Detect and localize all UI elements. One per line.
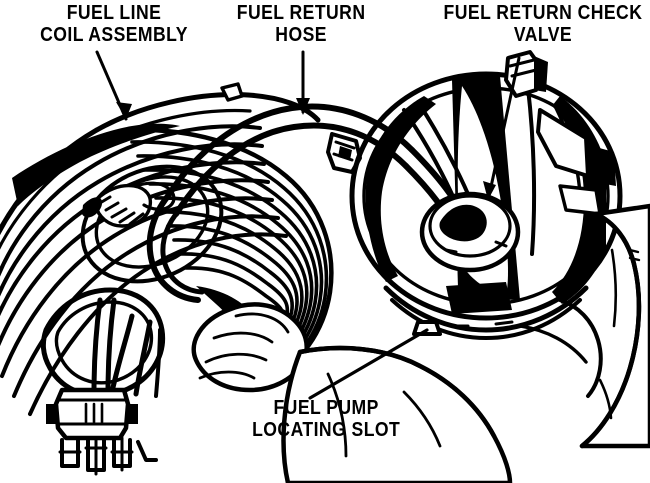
callout-fuel-return-check-valve: FUEL RETURN CHECK VALVE — [443, 2, 643, 47]
left-hand-crease-c — [204, 352, 268, 364]
leader-coil-assembly-arrowhead — [116, 102, 132, 119]
right-hand-crease-b — [598, 378, 613, 420]
leader-return-hose-arrowhead — [296, 98, 310, 115]
callout-leaders — [95, 50, 521, 400]
check-valve-detail — [444, 240, 508, 254]
connector-block-seams — [56, 398, 128, 426]
lower-tube-loop — [40, 287, 166, 398]
coil-shadow-wedge — [12, 123, 180, 206]
callout-fuel-return-hose: FUEL RETURN HOSE — [236, 2, 366, 47]
check-valve-cap — [428, 194, 512, 258]
leader-check-valve — [487, 56, 521, 198]
tube-feed-c — [109, 313, 135, 395]
coil-winding — [0, 196, 274, 378]
tube-feed-b — [105, 297, 117, 395]
return-hose-upper-edge — [165, 103, 415, 199]
left-hand-crease-a — [234, 312, 290, 334]
tank-flange-dark — [592, 146, 616, 186]
connector-block — [53, 387, 131, 441]
tank-rim-front-lip-inner — [390, 298, 582, 340]
coil-winding — [0, 124, 262, 277]
left-hand-palm — [191, 302, 309, 393]
tank-rim-outer — [349, 71, 623, 321]
coil-hub-inner — [94, 175, 210, 269]
return-hose-left-end-inner — [160, 211, 205, 295]
coil-winding — [123, 127, 334, 387]
leader-check-valve-arrowhead — [483, 181, 496, 200]
fuel-pump-locating-slot-notch — [412, 320, 442, 336]
terminal-pins — [94, 436, 124, 476]
coil-center-fitting-shadow — [82, 197, 103, 218]
terminal-d — [136, 440, 158, 462]
coil-winding — [28, 232, 288, 416]
tube-feed-e — [154, 328, 162, 398]
tank-rib-c — [526, 86, 537, 256]
check-valve-port-shadow — [439, 204, 487, 242]
callout-fuel-line-coil-assembly: FUEL LINE COIL ASSEMBLY — [40, 2, 188, 47]
tank-rim-marks — [450, 320, 514, 328]
callout-fuel-pump-locating-slot: FUEL PUMP LOCATING SLOT — [252, 397, 401, 442]
tank-rim-front-lip — [383, 285, 589, 333]
forearm-crease-b — [402, 390, 442, 448]
connector-block-ribs — [84, 402, 104, 424]
left-hand-crease-b — [212, 331, 274, 344]
return-hose-left-end — [146, 193, 201, 303]
tank-shadow-left — [365, 96, 436, 282]
right-hand-knuckle — [628, 248, 641, 262]
coil-center-fitting-ribs — [98, 195, 145, 226]
return-hose-lower-edge — [173, 122, 409, 217]
forearm-crease-a — [326, 372, 348, 458]
coil-crest-stub — [220, 82, 244, 102]
tank-flange-upper — [536, 108, 590, 178]
fuel-return-hose-art — [146, 82, 469, 303]
check-valve-stem-shadow — [534, 56, 548, 92]
tank-floor-shadow — [446, 282, 512, 314]
connector-block-tab-left — [46, 404, 56, 424]
tube-feed-d — [133, 319, 153, 397]
tank-flange-lower — [558, 184, 602, 216]
terminal-bands — [58, 446, 134, 454]
coil-winding — [12, 214, 280, 398]
hose-clamp-shadow — [338, 146, 352, 160]
left-hand-forearm-edge — [297, 345, 497, 439]
right-hand-finger — [558, 298, 603, 398]
coil-hub-outer — [80, 164, 224, 284]
connector-block-tab-right — [128, 404, 138, 424]
right-hand-finger-edge — [518, 324, 588, 364]
left-hand-crease-d — [198, 370, 256, 380]
leader-locating-slot — [308, 328, 429, 400]
tube-feed-a — [91, 297, 103, 395]
right-hand-crease-a — [610, 248, 618, 328]
